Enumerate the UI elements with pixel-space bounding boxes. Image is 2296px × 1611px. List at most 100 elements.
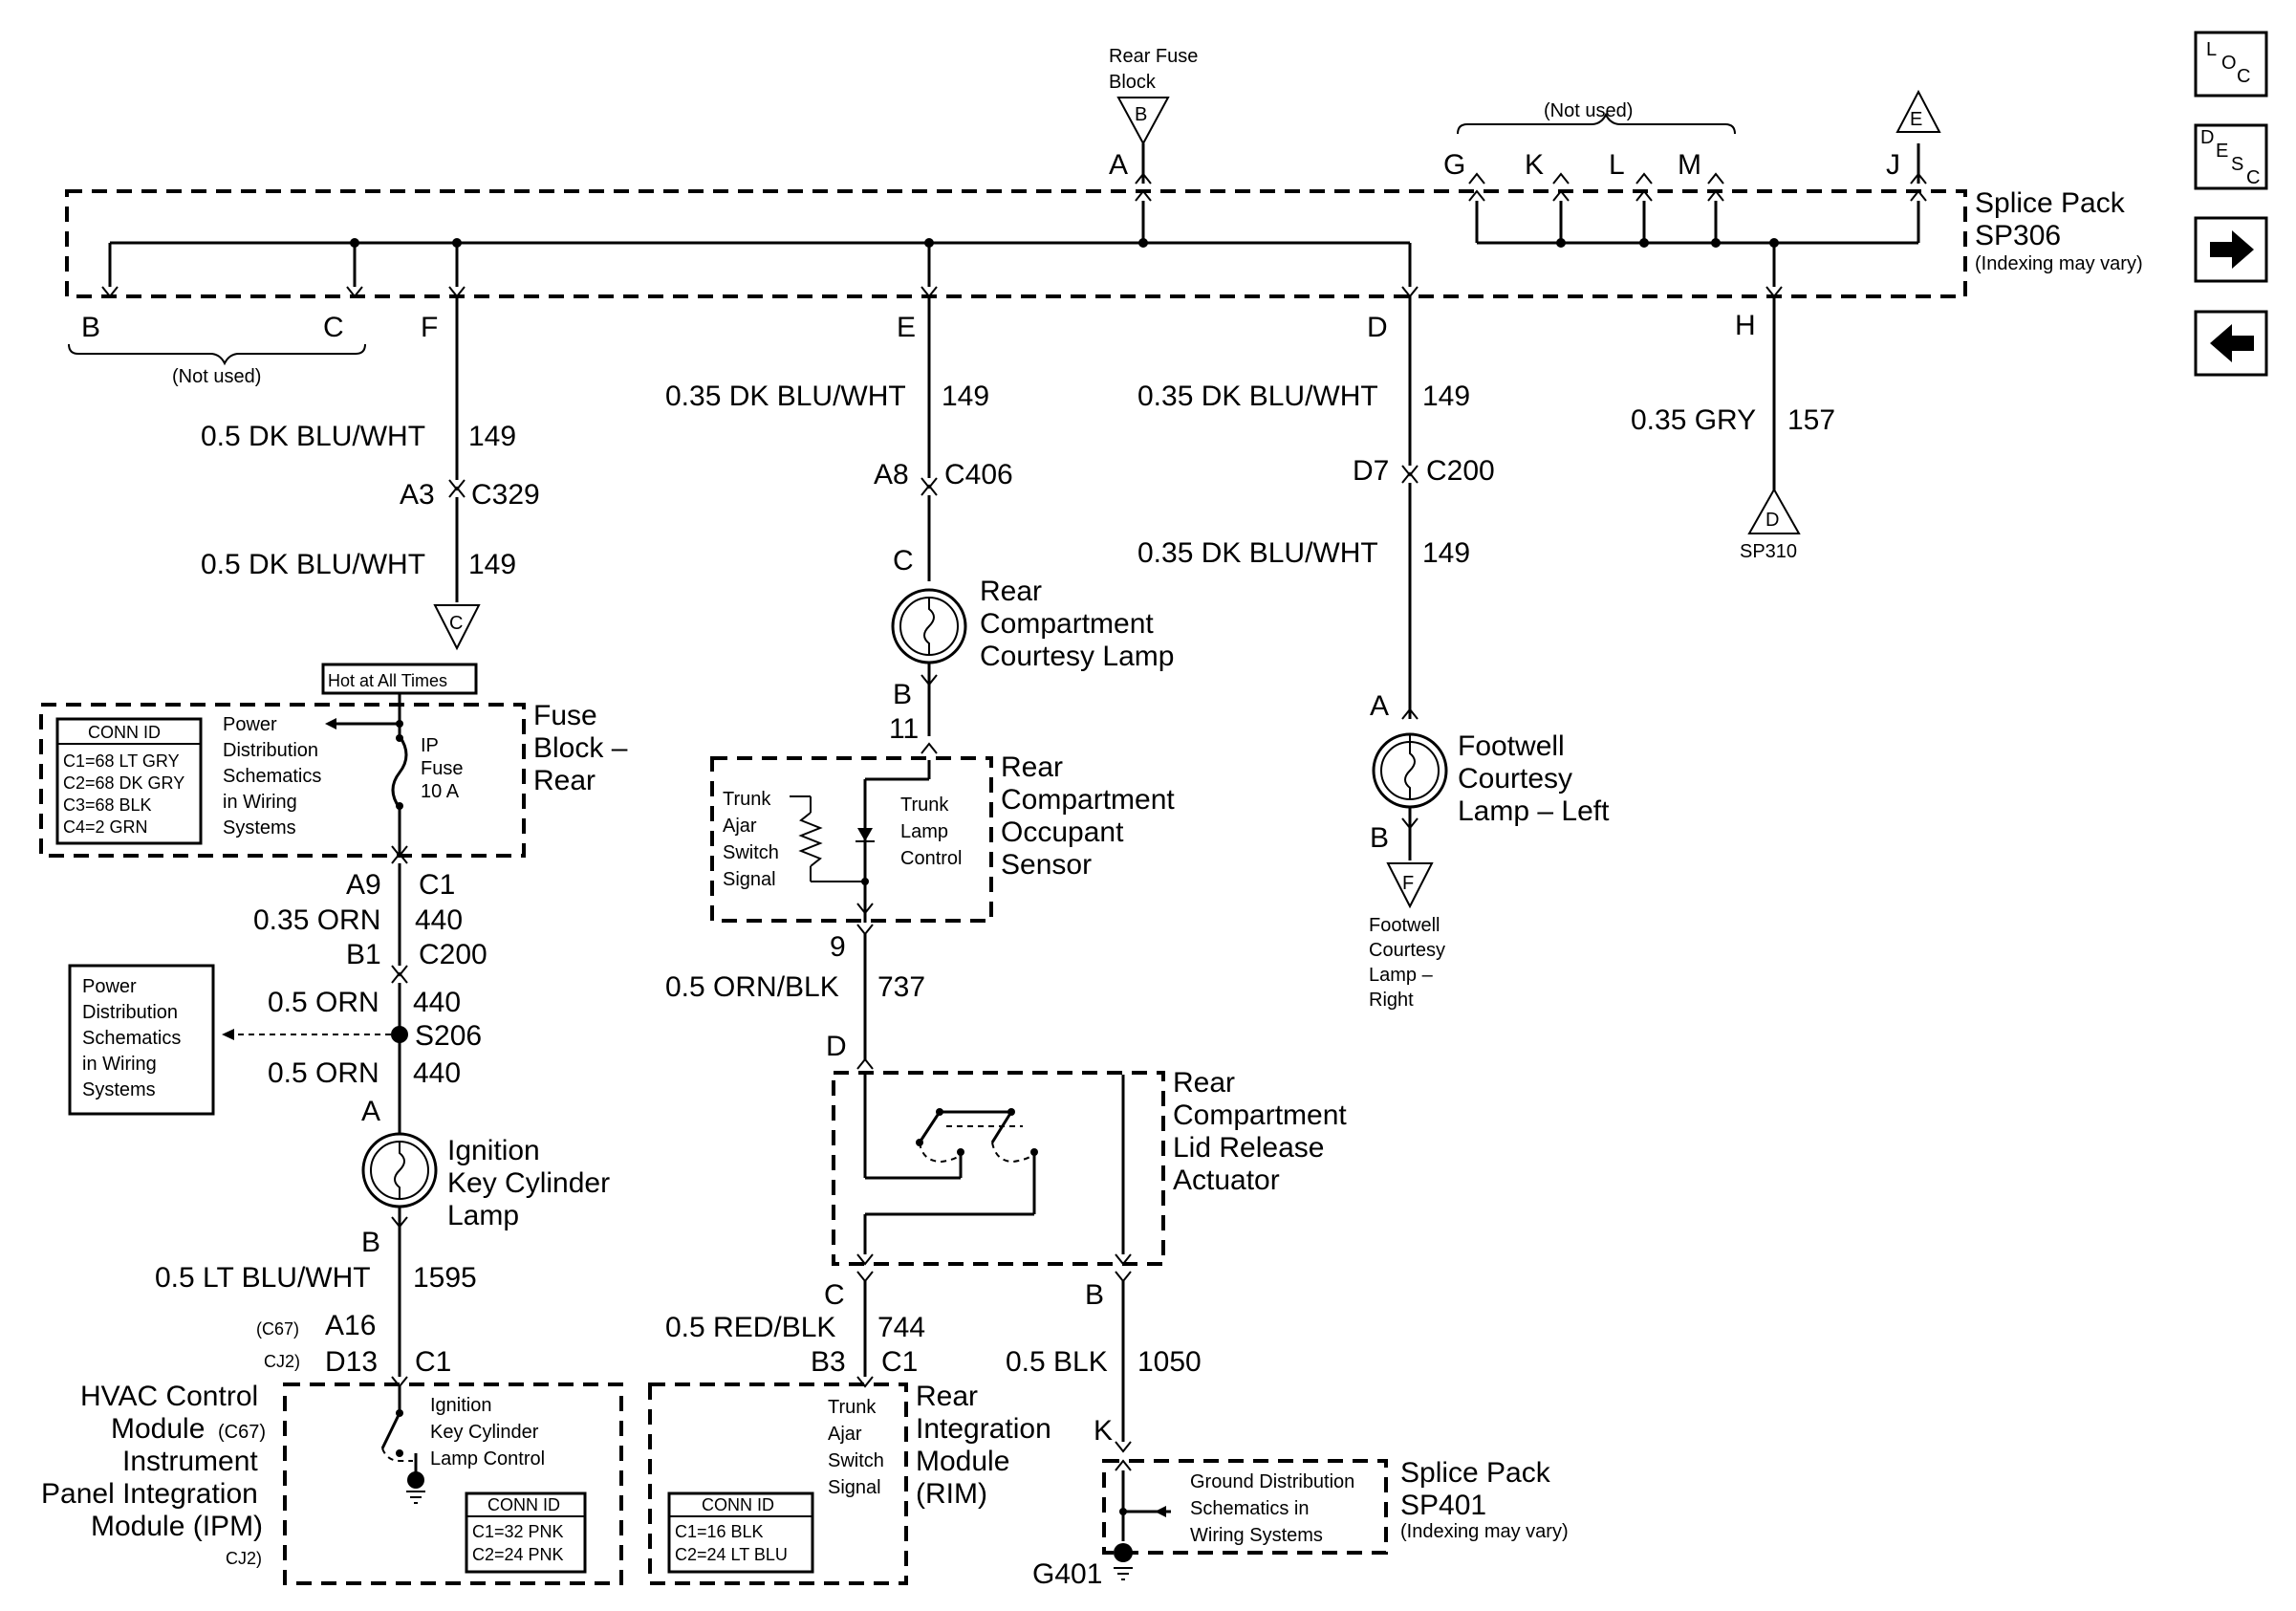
fuse-icon xyxy=(391,735,408,809)
loc-l: L xyxy=(2206,39,2217,60)
pd-line: Distribution xyxy=(82,1002,178,1023)
lamp-pin-b: B xyxy=(361,1227,380,1258)
prev-page-button[interactable] xyxy=(2194,310,2268,377)
tri-f-icon xyxy=(1386,862,1434,909)
branch-e-w1-size: 0.35 DK BLU/WHT xyxy=(665,381,906,412)
occ-right-line: Control xyxy=(900,848,962,869)
not-used-bottom-label: (Not used) xyxy=(172,366,261,387)
c67-tag: (C67) xyxy=(256,1319,299,1339)
actuator-title-4: Actuator xyxy=(1173,1165,1280,1196)
fuse-label-1: IP xyxy=(421,735,439,756)
rear-lamp-label-3: Courtesy Lamp xyxy=(980,641,1174,672)
actuator-title-1: Rear xyxy=(1173,1067,1235,1099)
tri-e-label: E xyxy=(1910,109,1922,130)
next-page-button[interactable] xyxy=(2194,216,2268,283)
rim-title-1: Rear xyxy=(916,1381,978,1412)
occ-w-size: 0.5 ORN/BLK xyxy=(665,971,839,1003)
sp306-note: (Indexing may vary) xyxy=(1975,253,2143,274)
rear-lamp-pin-b: B xyxy=(893,679,912,710)
footwell-right-line: Right xyxy=(1369,990,1414,1011)
conn-c200: C200 xyxy=(419,939,487,970)
desc-d: D xyxy=(2200,127,2214,148)
branch-d-conn-pin: D7 xyxy=(1353,455,1389,487)
pin-b1: B1 xyxy=(346,939,381,970)
pin-a16: A16 xyxy=(325,1310,376,1341)
gd-line: Schematics in xyxy=(1190,1498,1310,1519)
hvac-inner-2: Key Cylinder xyxy=(430,1422,539,1443)
fuse-label-2: Fuse xyxy=(421,758,463,779)
branch-d-w2-circuit: 149 xyxy=(1422,537,1470,569)
pin-b3: B3 xyxy=(811,1346,846,1378)
conn-id-row: C1=68 LT GRY xyxy=(63,751,180,771)
occ-left-line: Switch xyxy=(723,842,779,863)
splice-pack-sp401: Splice Pack SP401 (Indexing may vary) Gr… xyxy=(1032,1457,1569,1590)
lamp-pin-a: A xyxy=(361,1096,380,1127)
branch-f-w1-circuit: 149 xyxy=(468,421,516,452)
branch-d-w1-circuit: 149 xyxy=(1422,381,1470,412)
pin-k: K xyxy=(1525,149,1544,181)
rim-inner-line: Signal xyxy=(828,1477,881,1498)
arrow-left-icon xyxy=(2210,324,2254,362)
not-used-top-label: (Not used) xyxy=(1544,100,1633,121)
sp306-title-1: Splice Pack xyxy=(1975,187,2126,219)
rear-fuse-block-triangle-icon xyxy=(1116,97,1170,146)
actuator-title-3: Lid Release xyxy=(1173,1132,1324,1164)
footwell-right-line: Footwell xyxy=(1369,915,1440,936)
hvac-title-2: Module xyxy=(111,1413,205,1445)
sp306-title-2: SP306 xyxy=(1975,220,2061,251)
branch-d-conn: C200 xyxy=(1426,455,1495,487)
gd-line: Wiring Systems xyxy=(1190,1525,1323,1546)
pd-line: Power xyxy=(82,976,137,997)
branch-f: 0.5 DK BLU/WHT 149 A3 C329 0.5 DK BLU/WH… xyxy=(201,296,540,651)
conn-id-row: C2=68 DK GRY xyxy=(63,773,184,793)
ign-w4-size: 0.5 LT BLU/WHT xyxy=(155,1262,371,1294)
rear-lamp-label-2: Compartment xyxy=(980,608,1154,640)
occ-title-2: Compartment xyxy=(1001,784,1175,816)
pd-box xyxy=(68,964,215,1116)
rim-conn-id-table xyxy=(667,1491,814,1574)
loc-o: O xyxy=(2221,53,2237,74)
fuse-label-3: 10 A xyxy=(421,781,460,802)
conn-id-row: C3=68 BLK xyxy=(63,795,152,815)
pin-9: 9 xyxy=(830,931,846,963)
footwell-label-2: Courtesy xyxy=(1458,763,1572,795)
arrow-left-icon xyxy=(1155,1506,1166,1517)
switch-icon xyxy=(918,1111,942,1143)
branch-d: 0.35 DK BLU/WHT 149 D7 C200 0.35 DK BLU/… xyxy=(1137,296,1610,1011)
branch-d-w1-size: 0.35 DK BLU/WHT xyxy=(1137,381,1378,412)
rim-inner-line: Switch xyxy=(828,1450,884,1471)
pd-line: in Wiring xyxy=(82,1054,157,1075)
pd-line: Systems xyxy=(223,817,296,838)
conn-id-title: CONN ID xyxy=(88,723,161,742)
conn-id-row: C1=32 PNK xyxy=(472,1522,564,1541)
branch-e-conn-pin: A8 xyxy=(874,459,909,490)
branch-f-w1-size: 0.5 DK BLU/WHT xyxy=(201,421,425,452)
sp401-title-1: Splice Pack xyxy=(1400,1457,1551,1489)
actuator-w-c-circuit: 744 xyxy=(877,1312,925,1343)
tri-d-label: D xyxy=(1765,510,1779,531)
rear-fuse-block-label-1: Rear Fuse xyxy=(1109,46,1198,67)
conn-c1: C1 xyxy=(419,869,455,901)
branch-d-w2-size: 0.35 DK BLU/WHT xyxy=(1137,537,1378,569)
rear-lamp-label-1: Rear xyxy=(980,576,1042,607)
footwell-pin-b: B xyxy=(1370,822,1389,854)
conn-id-table xyxy=(55,717,203,845)
pd-line: Distribution xyxy=(223,740,318,761)
rim-inner-line: Ajar xyxy=(828,1424,862,1445)
cj2-tag: CJ2) xyxy=(264,1352,300,1371)
branch-f-conn: C329 xyxy=(471,479,540,511)
splice-s206: S206 xyxy=(415,1020,482,1052)
rim-title-2: Integration xyxy=(916,1413,1051,1445)
hvac-title-5: Module (IPM) xyxy=(91,1511,263,1542)
ignition-branch: A9 C1 0.35 ORN 440 B1 C200 0.5 ORN 440 S… xyxy=(68,845,610,1388)
footwell-right-line: Courtesy xyxy=(1369,940,1445,961)
actuator-pin-c: C xyxy=(824,1279,845,1311)
ign-w4-circuit: 1595 xyxy=(413,1262,477,1294)
loc-button[interactable]: L O C xyxy=(2194,31,2268,98)
pin-h: H xyxy=(1735,310,1756,341)
footwell-label-1: Footwell xyxy=(1458,730,1565,762)
conn-id-row: C2=24 LT BLU xyxy=(675,1545,788,1564)
rear-lamp-pin-c: C xyxy=(893,545,914,577)
desc-button[interactable]: D E S C xyxy=(2194,123,2268,190)
branch-h-w-size: 0.35 GRY xyxy=(1631,404,1756,436)
